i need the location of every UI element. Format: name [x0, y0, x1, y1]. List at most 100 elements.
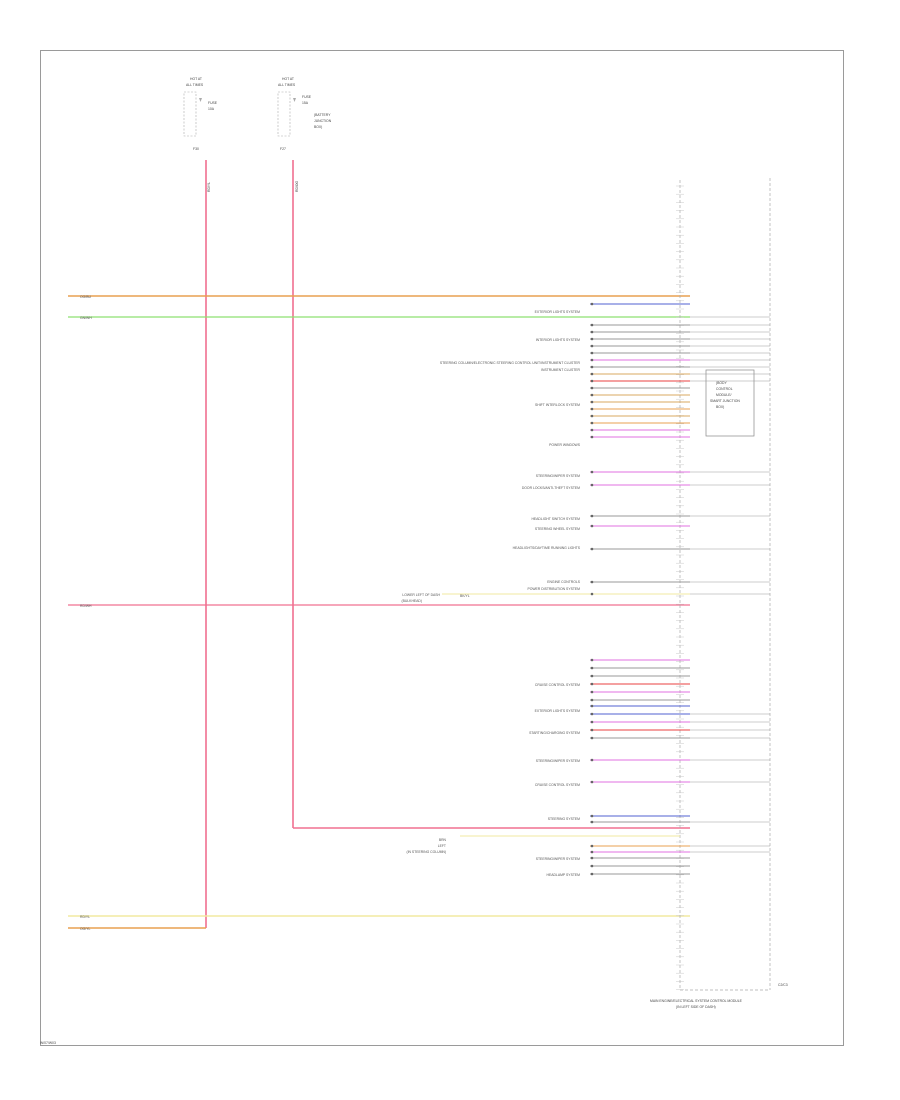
fuse-2-header-1: HOT AT — [282, 77, 294, 81]
system-label-21: HEADLAMP SYSTEM — [547, 873, 581, 877]
system-labels: EXTERIOR LIGHTS SYSTEM INTERIOR LIGHTS SY… — [440, 310, 581, 877]
splice-dot-9 — [590, 372, 594, 376]
fuse-2-label-2: 15A — [302, 101, 309, 105]
splice-dot-24 — [590, 580, 594, 584]
fuse-2-wire-label: RD/OG — [295, 181, 299, 192]
system-label-2: INTERIOR LIGHTS SYSTEM — [536, 338, 580, 342]
splice-dot-4 — [590, 337, 594, 341]
system-label-7: STEERING/WIPER SYSTEM — [536, 474, 580, 478]
splice-dot-17 — [590, 428, 594, 432]
splice-dot-40 — [590, 820, 594, 824]
splice-dot-10 — [590, 379, 594, 383]
splice-dot-15 — [590, 414, 594, 418]
splice-dot-6 — [590, 351, 594, 355]
fuse-2-label-3: (BATTERY — [314, 113, 331, 117]
module-internal-lines — [690, 316, 770, 853]
system-label-13: POWER DISTRIBUTION SYSTEM — [527, 587, 580, 591]
module-short-wires — [590, 302, 690, 876]
module-connector-label: C2/C3 — [778, 983, 788, 987]
system-label-19: STEERING SYSTEM — [548, 817, 580, 821]
splice-dot-42 — [590, 850, 594, 854]
splice-dot-1 — [590, 302, 594, 306]
fuse-1-header-2: ALL TIMES — [186, 83, 204, 87]
system-label-6: POWER WINDOWS — [549, 443, 581, 447]
left-wire-label-3: RD/WH — [80, 604, 92, 608]
splice-dot-27 — [590, 666, 594, 670]
splice-dot-2 — [590, 323, 594, 327]
fuse-1-label-1: FUSE — [208, 101, 218, 105]
system-label-10: STEERING WHEEL SYSTEM — [535, 527, 580, 531]
lower-left-label-3: (IN STEERING COLUMN) — [406, 850, 446, 854]
splice-dot-34 — [590, 720, 594, 724]
system-label-15: EXTERIOR LIGHTS SYSTEM — [535, 709, 581, 713]
left-wire-label-1: OG/BU — [80, 295, 91, 299]
system-label-3: STEERING COLUMN/ELECTRONIC STEERING CONT… — [440, 361, 581, 365]
lower-left-label-1: BRN — [439, 838, 447, 842]
system-label-12: ENGINE CONTROLS — [547, 580, 581, 584]
system-label-8: DOOR LOCKS/ANTI-THEFT SYSTEM — [522, 486, 580, 490]
fuse-2-label-4: JUNCTION — [314, 119, 332, 123]
splice-dot-8 — [590, 365, 594, 369]
module-location: (IN LEFT SIDE OF DASH) — [676, 1005, 716, 1009]
system-label-14: CRUISE CONTROL SYSTEM — [535, 683, 580, 687]
splice-dot-39 — [590, 814, 594, 818]
system-label-1: EXTERIOR LIGHTS SYSTEM — [535, 310, 581, 314]
splice-dot-22 — [590, 524, 594, 528]
splice-dot-18 — [590, 435, 594, 439]
left-wire-label-4: RD/YL — [80, 915, 90, 919]
splice-dot-7 — [590, 358, 594, 362]
splice-dot-31 — [590, 698, 594, 702]
module-pins — [676, 185, 684, 990]
splice-dot-3 — [590, 330, 594, 334]
diagram-frame — [40, 50, 844, 1046]
system-label-4: INSTRUMENT CLUSTER — [541, 368, 580, 372]
inner-box-line-2: CONTROL — [716, 387, 733, 391]
system-label-20: STEERING/WIPER SYSTEM — [536, 857, 580, 861]
splice-dot-45 — [590, 872, 594, 876]
splice-dot-14 — [590, 407, 594, 411]
splice-dot-28 — [590, 674, 594, 678]
fuse-1-wire-label: RD/YL — [207, 182, 211, 192]
splice-dot-11 — [590, 386, 594, 390]
fuse-1-pin: F30 — [193, 147, 199, 151]
fuse-1: HOT AT ALL TIMES FUSE 10A F30 RD/YL — [183, 77, 218, 192]
splice-dot-12 — [590, 393, 594, 397]
fuse-2-label-5: BOX) — [314, 125, 322, 129]
splice-dot-19 — [590, 470, 594, 474]
splice-dot-29 — [590, 682, 594, 686]
splice-dot-30 — [590, 690, 594, 694]
system-label-16: STARTING/CHARGING SYSTEM — [529, 731, 580, 735]
footer-code: W/07/W03 — [40, 1041, 56, 1045]
system-label-17: STEERING/WIPER SYSTEM — [536, 759, 580, 763]
splice-dot-26 — [590, 658, 594, 662]
fuse-2: HOT AT ALL TIMES FUSE 15A (BATTERY JUNCT… — [277, 77, 332, 192]
splice-dot-25 — [590, 592, 594, 596]
fuse-2-label-1: FUSE — [302, 95, 312, 99]
inner-box-line-3: MODULE/ — [716, 393, 732, 397]
inner-module-box — [705, 369, 755, 437]
splice-dot-5 — [590, 344, 594, 348]
system-label-11: HEADLIGHTS/DAYTIME RUNNING LIGHTS — [513, 546, 581, 550]
splice-dot-38 — [590, 780, 594, 784]
system-label-9: HEADLIGHT SWITCH SYSTEM — [531, 517, 580, 521]
splice-dot-13 — [590, 400, 594, 404]
splice-dot-44 — [590, 864, 594, 868]
left-wire-label-5: OG/YL — [80, 927, 90, 931]
mid-left-label-2: (BULKHEAD) — [401, 599, 422, 603]
fuse-2-header-2: ALL TIMES — [278, 83, 296, 87]
splice-dot-21 — [590, 514, 594, 518]
mid-wire-label: BK/YL — [460, 594, 470, 598]
module-name: MAIN ENGINE/ELECTRICAL SYSTEM CONTROL MO… — [650, 999, 743, 1003]
splice-dot-37 — [590, 758, 594, 762]
splice-dot-23 — [590, 547, 594, 551]
splice-dot-20 — [590, 483, 594, 487]
splice-dot-32 — [590, 704, 594, 708]
system-label-18: CRUISE CONTROL SYSTEM — [535, 783, 580, 787]
lower-left-label-2: LEFT — [438, 844, 446, 848]
system-label-5: SHIFT INTERLOCK SYSTEM — [535, 403, 580, 407]
left-wire-label-2: GN/WH — [80, 316, 92, 320]
fuse-1-header-1: HOT AT — [190, 77, 202, 81]
splice-dot-16 — [590, 421, 594, 425]
fuse-2-pin: F27 — [280, 147, 286, 151]
